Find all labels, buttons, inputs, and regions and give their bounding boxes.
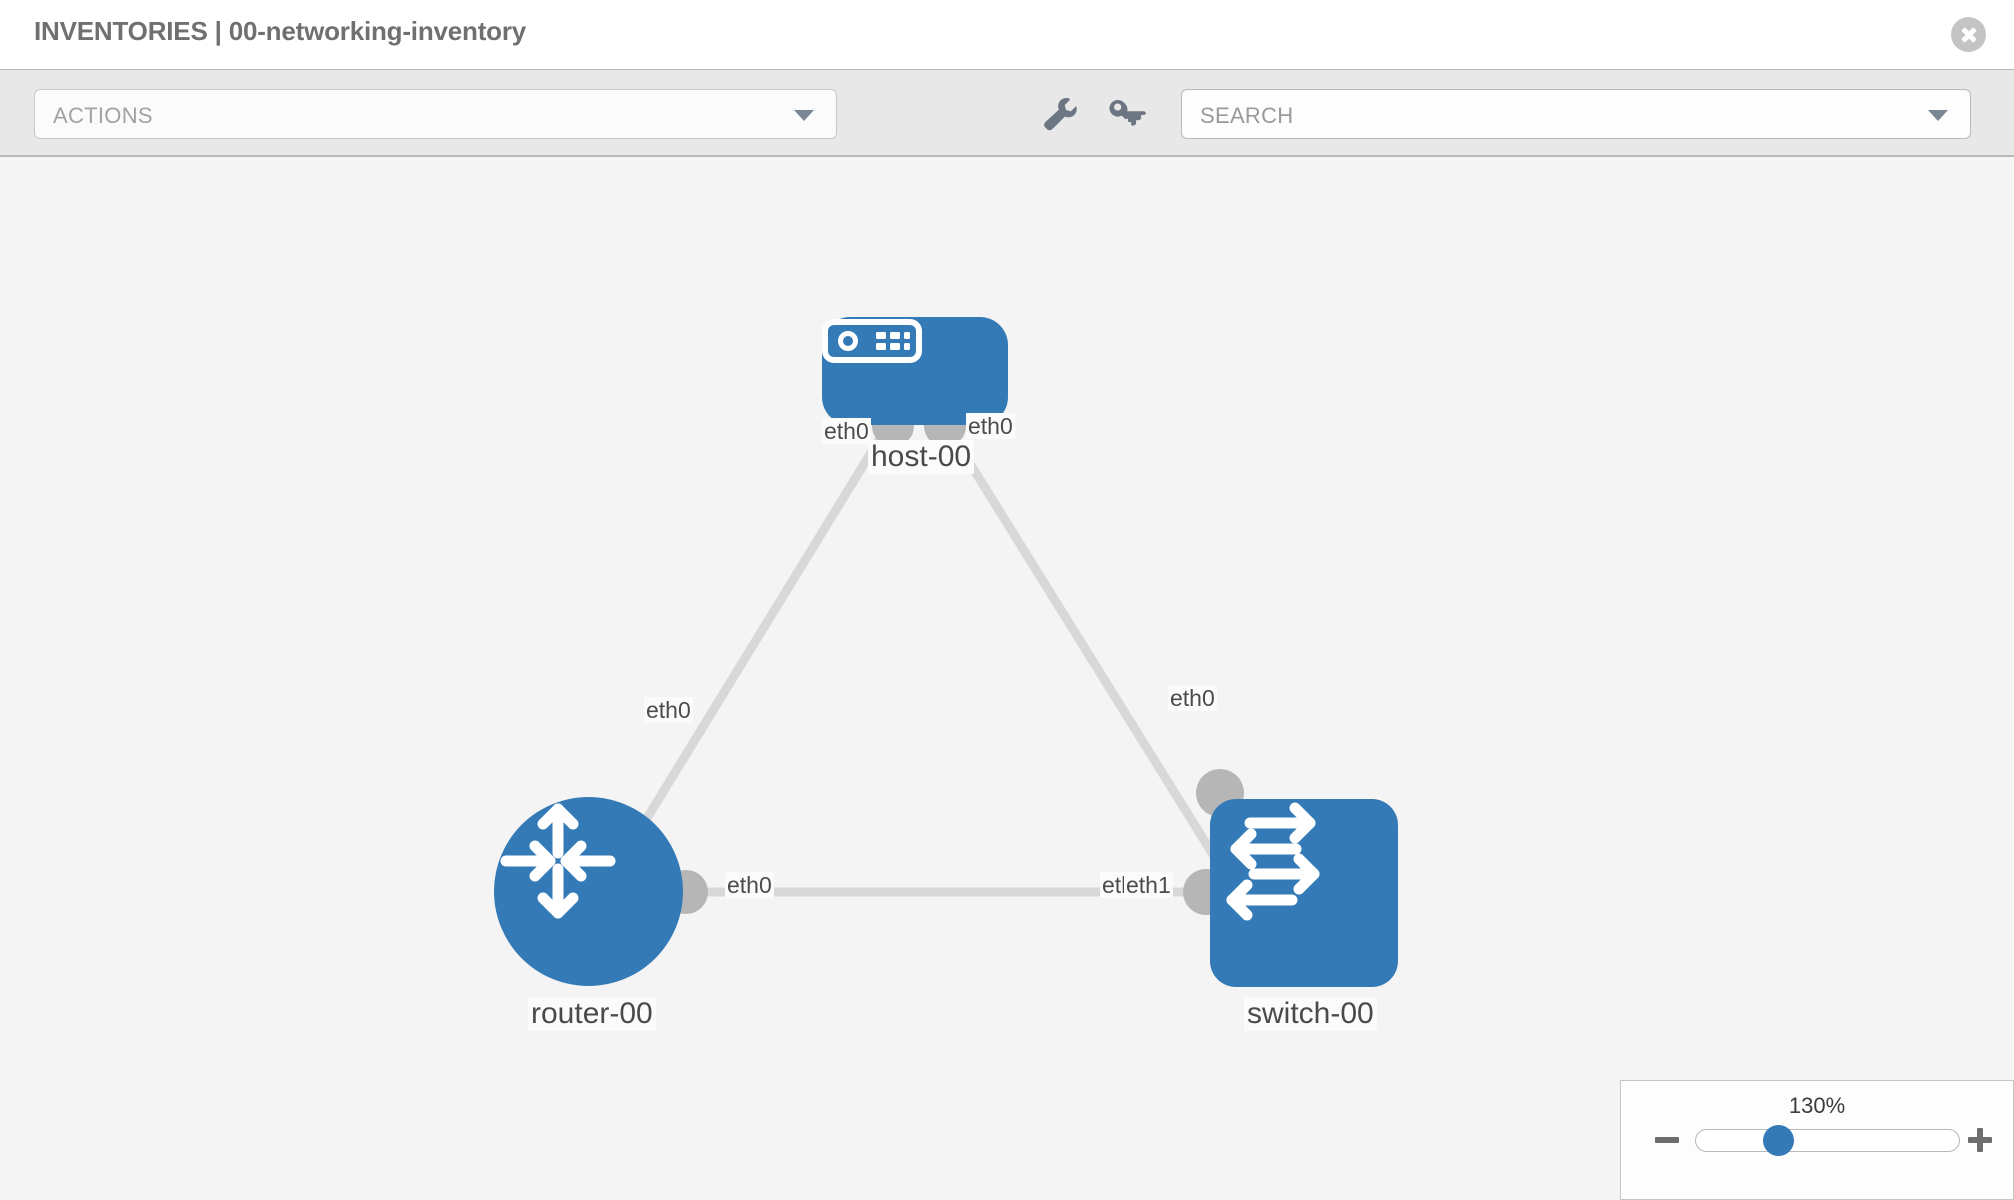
iface-label-host-left: eth0 <box>822 418 871 445</box>
zoom-in-button[interactable] <box>1965 1125 1995 1155</box>
iface-label-host-right: eth0 <box>966 413 1015 440</box>
server-icon <box>822 319 922 363</box>
wrench-icon[interactable] <box>1037 92 1083 136</box>
zoom-slider-thumb[interactable] <box>1763 1125 1794 1156</box>
key-icon-glyph <box>1109 99 1147 126</box>
key-icon[interactable] <box>1106 92 1152 136</box>
close-icon[interactable] <box>1951 17 1986 52</box>
link-host-router <box>609 420 893 877</box>
topology-graph: eth0 eth0 eth0 eth0 eth0 eth0 eth1 host-… <box>0 157 2014 1200</box>
iface-label-router-right: eth0 <box>725 872 774 899</box>
node-label-router-00: router-00 <box>528 997 656 1031</box>
node-router-00[interactable] <box>494 797 683 986</box>
topology-canvas[interactable]: eth0 eth0 eth0 eth0 eth0 eth0 eth1 host-… <box>0 157 2014 1200</box>
node-label-switch-00: switch-00 <box>1244 997 1377 1031</box>
actions-dropdown[interactable]: ACTIONS <box>34 89 837 139</box>
zoom-level-value: 130% <box>1788 1093 1846 1118</box>
node-label-host-00: host-00 <box>868 440 975 474</box>
router-icon <box>500 803 616 919</box>
search-placeholder: SEARCH <box>1200 103 1294 128</box>
topology-links <box>609 420 1227 897</box>
page-title: INVENTORIES | 00-networking-inventory <box>34 16 527 46</box>
node-host-00[interactable] <box>822 317 1008 425</box>
node-switch-00[interactable] <box>1210 799 1398 987</box>
iface-label-switch-left: eth1 <box>1124 872 1173 899</box>
chevron-down-icon <box>794 110 814 121</box>
search-input[interactable]: SEARCH <box>1181 89 1971 139</box>
switch-icon <box>1226 802 1320 921</box>
zoom-out-button[interactable] <box>1652 1125 1682 1155</box>
actions-dropdown-label: ACTIONS <box>53 103 153 128</box>
toolbar: ACTIONS SEARCH <box>0 70 2014 157</box>
iface-label-switch-upper: eth0 <box>1168 685 1217 712</box>
zoom-control-panel: 130% <box>1620 1080 2014 1200</box>
page-header: INVENTORIES | 00-networking-inventory <box>0 0 2014 70</box>
iface-label-router-upper: eth0 <box>644 697 693 724</box>
zoom-slider-track[interactable] <box>1695 1129 1960 1152</box>
link-host-switch <box>941 420 1227 874</box>
chevron-down-icon[interactable] <box>1928 110 1948 121</box>
wrench-icon-glyph <box>1044 97 1077 131</box>
